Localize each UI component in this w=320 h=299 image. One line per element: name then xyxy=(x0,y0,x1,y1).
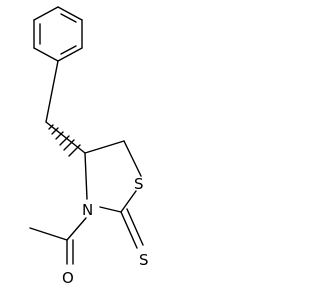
benzene-ring xyxy=(33,6,83,62)
bond-carbonyl-methyl xyxy=(29,227,68,241)
thiazolidine-ring xyxy=(84,140,142,213)
bond-ch2-c4 xyxy=(45,121,86,154)
atom-label-o: O xyxy=(62,269,74,287)
bond-benzyl-ch2 xyxy=(45,60,59,123)
bond-benzene-1 xyxy=(57,6,83,21)
bond-c5-s1 xyxy=(123,140,142,177)
structure-canvas: S N S O xyxy=(29,6,149,287)
atom-label-s-thione: S xyxy=(139,251,149,269)
atom-label-s-ring: S xyxy=(134,175,144,193)
thione-double-bond xyxy=(120,208,144,249)
hashed-wedge xyxy=(48,124,81,157)
bond-benzene-4 xyxy=(33,47,59,62)
bond-c2-n3 xyxy=(99,206,122,213)
chemical-structure: S N S O xyxy=(29,6,149,287)
bond-s1-c2 xyxy=(120,190,137,213)
bond-n3-c4 xyxy=(84,152,88,200)
bond-benzene-3 xyxy=(57,47,83,62)
atom-label-n: N xyxy=(82,201,93,219)
bond-benzene-inner-2 xyxy=(60,45,77,55)
bond-benzene-inner-1 xyxy=(60,13,77,23)
bond-c4-c5 xyxy=(84,140,125,154)
carbonyl-double-bond xyxy=(66,239,74,265)
bond-benzene-6 xyxy=(33,6,59,21)
bond-n-carbonyl xyxy=(66,217,87,241)
